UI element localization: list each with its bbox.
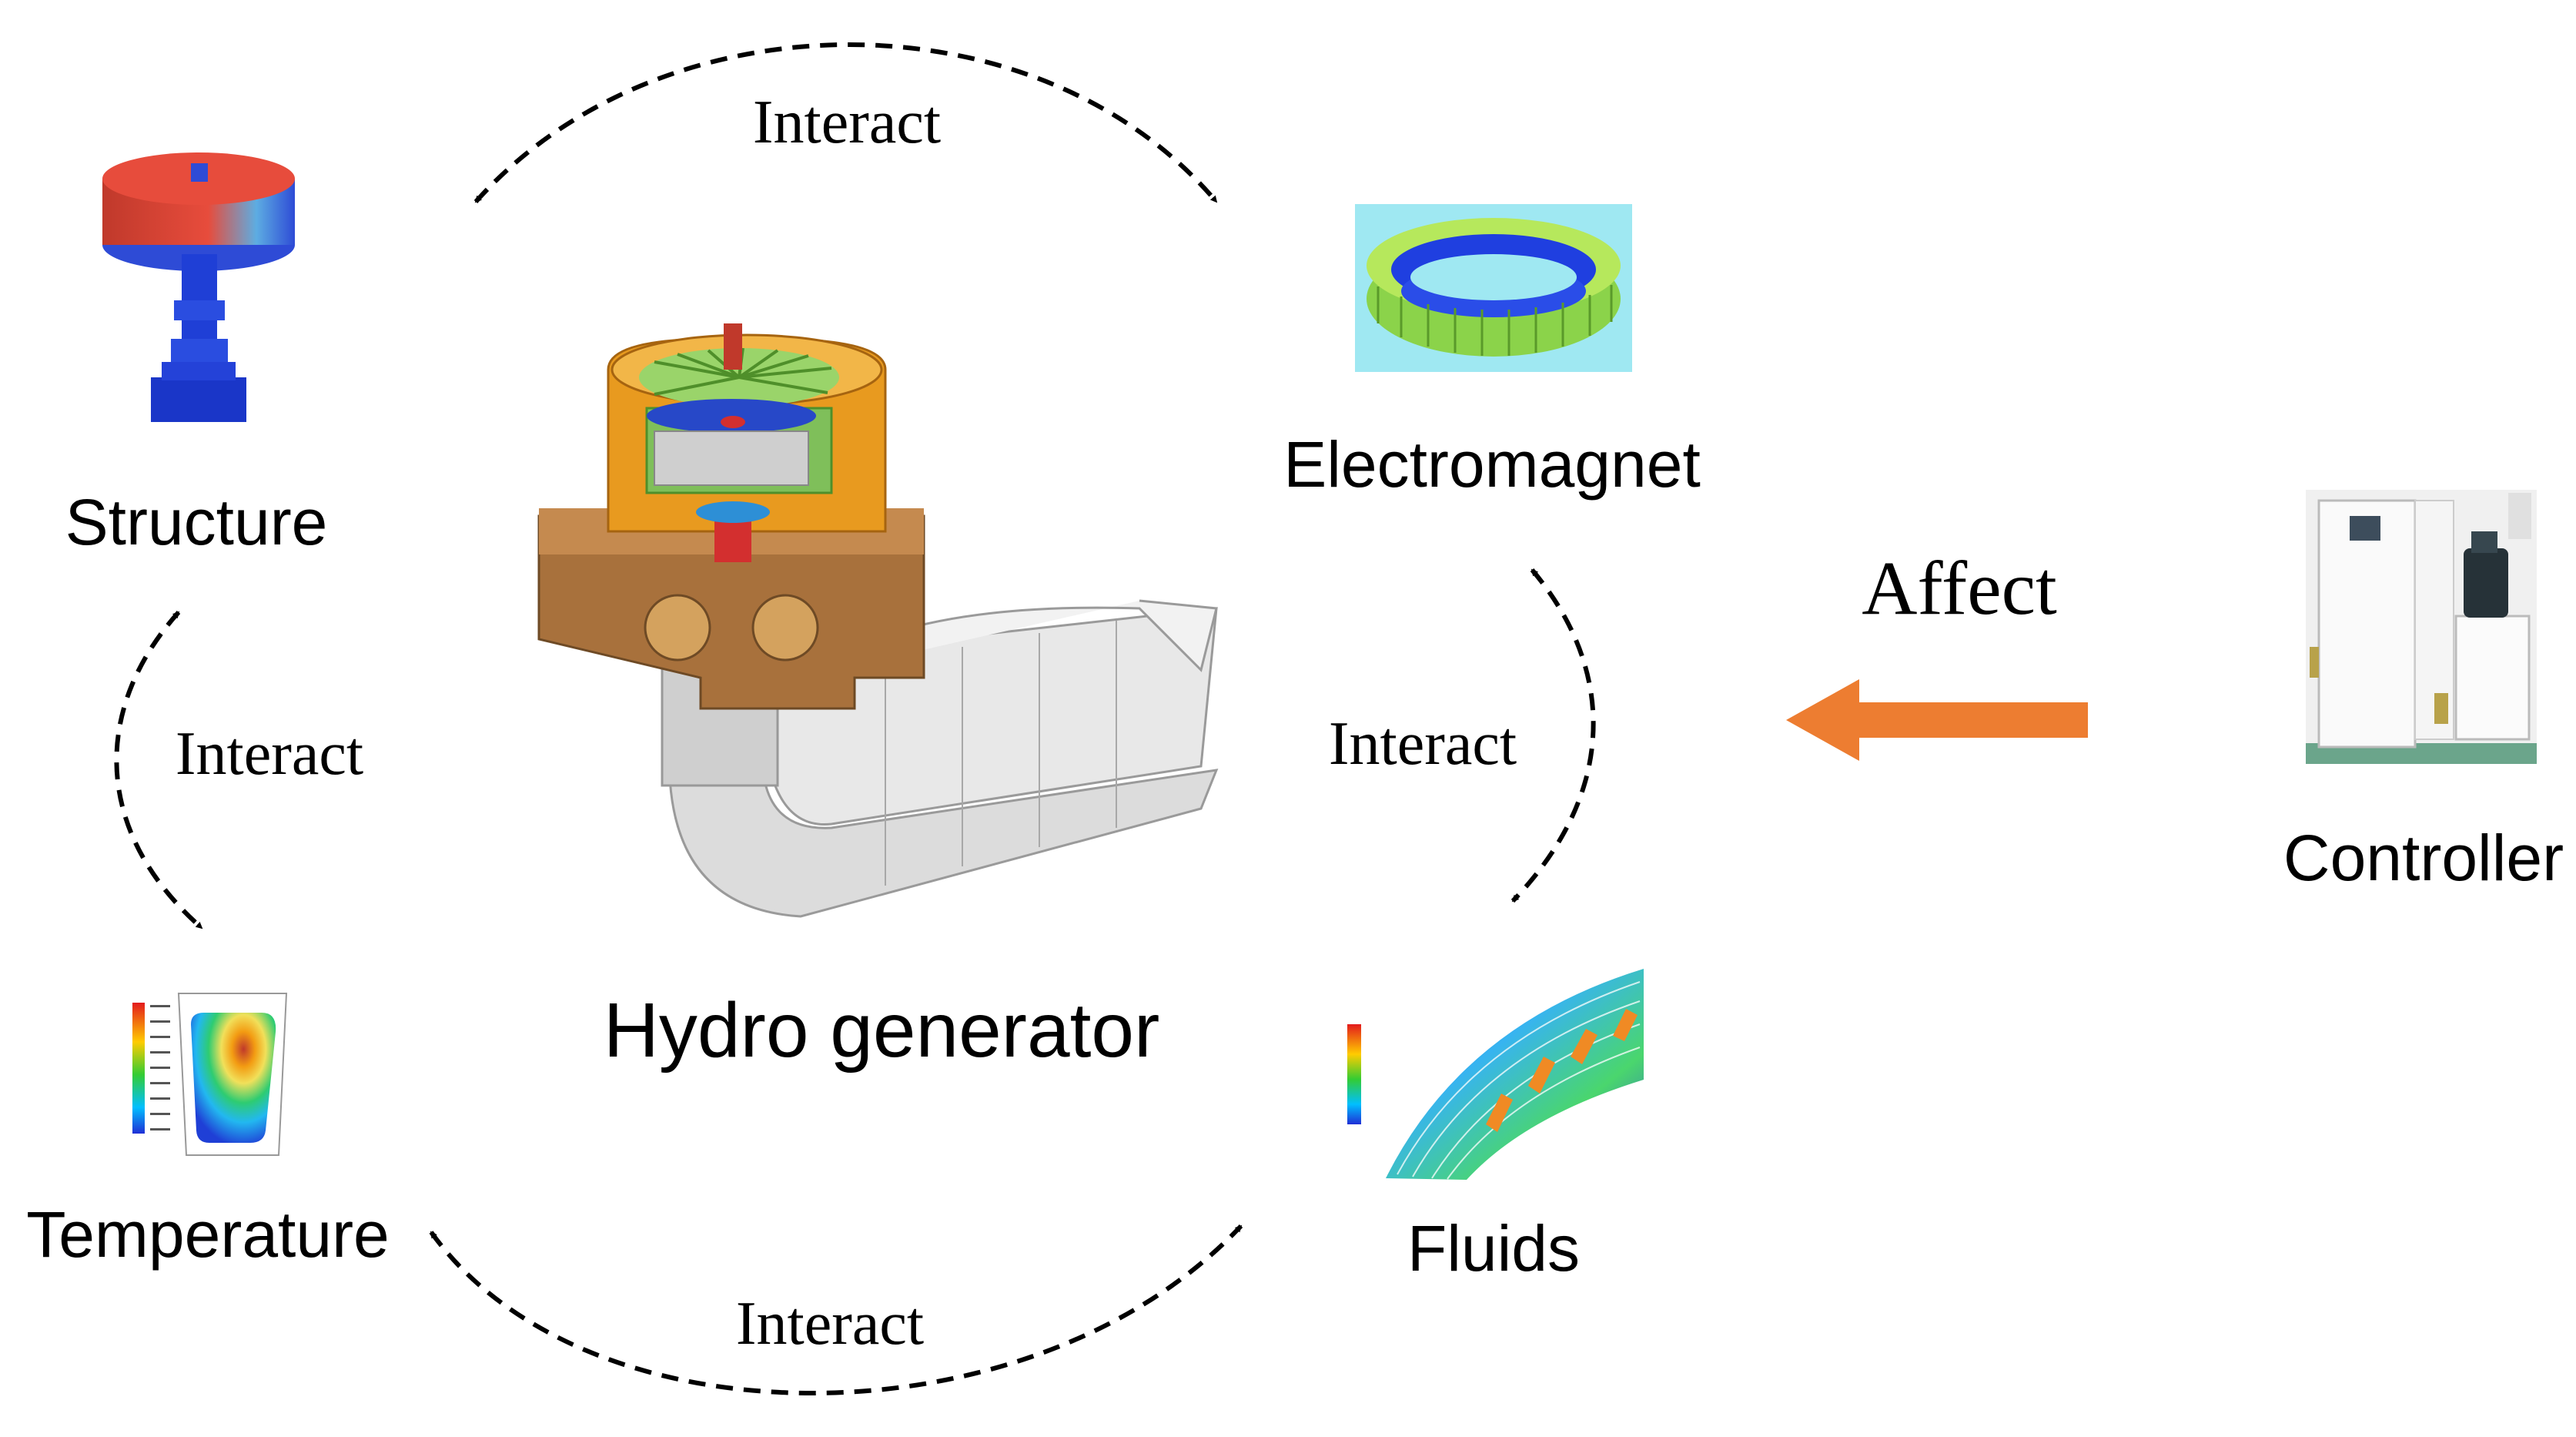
- temperature-image: [132, 993, 288, 1156]
- arrow-structure-temperature: [114, 610, 203, 930]
- controller-image: [2306, 490, 2537, 764]
- label-interact-top: Interact: [753, 89, 941, 156]
- hydro-generator-image: [537, 323, 1219, 918]
- arrow-structure-electromagnet: [473, 42, 1219, 203]
- structure-image: [102, 152, 295, 422]
- label-controller: Controller: [2283, 822, 2564, 894]
- electromagnet-image: [1355, 204, 1632, 372]
- label-interact-bottom: Interact: [736, 1290, 924, 1358]
- arrow-temperature-fluids: [429, 1224, 1243, 1395]
- label-interact-left: Interact: [176, 720, 363, 788]
- label-hydro-generator: Hydro generator: [604, 987, 1160, 1074]
- label-fluids: Fluids: [1407, 1212, 1580, 1285]
- label-electromagnet: Electromagnet: [1283, 428, 1701, 501]
- label-temperature: Temperature: [26, 1198, 390, 1271]
- affect-arrow: [1786, 679, 2088, 761]
- label-interact-right: Interact: [1329, 710, 1517, 778]
- interact-arrows: [114, 42, 1596, 1395]
- label-affect: Affect: [1862, 545, 2057, 631]
- arrow-electromagnet-fluids: [1510, 568, 1596, 903]
- label-structure: Structure: [65, 486, 328, 558]
- fluids-image: [1347, 969, 1644, 1180]
